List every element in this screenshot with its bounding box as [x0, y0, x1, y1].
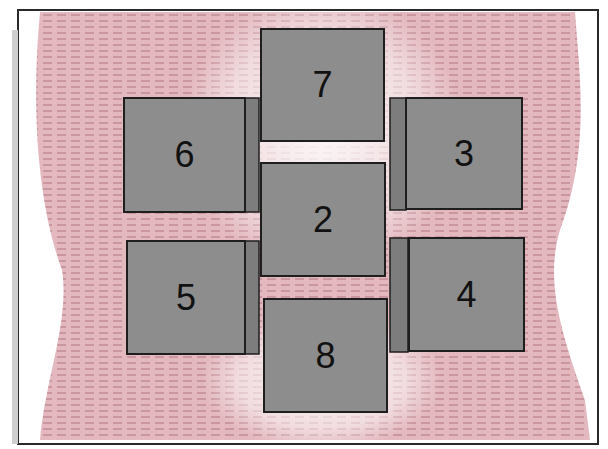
- electrode-pad: 4: [408, 237, 525, 352]
- electrode-pad: 3: [405, 97, 523, 210]
- pad-number: 3: [454, 136, 474, 172]
- pad-strip: [390, 98, 406, 210]
- electrode-pad: 6: [123, 97, 246, 213]
- pad-number: 2: [313, 202, 333, 238]
- pad-number: 8: [315, 338, 335, 374]
- pad-strip: [245, 241, 259, 354]
- electrode-pad: 5: [126, 240, 246, 355]
- pad-number: 6: [174, 137, 194, 173]
- pad-number: 5: [176, 280, 196, 316]
- pad-strip: [390, 238, 408, 352]
- torso-skin: [36, 12, 590, 440]
- frame-border: [18, 10, 598, 444]
- frame-side: [12, 30, 18, 444]
- pad-strip: [245, 98, 259, 212]
- pad-number: 7: [312, 67, 332, 103]
- electrode-pad: 8: [263, 298, 388, 413]
- electrode-pad: 7: [260, 28, 385, 142]
- electrode-pad: 2: [260, 162, 386, 277]
- pad-number: 4: [456, 277, 476, 313]
